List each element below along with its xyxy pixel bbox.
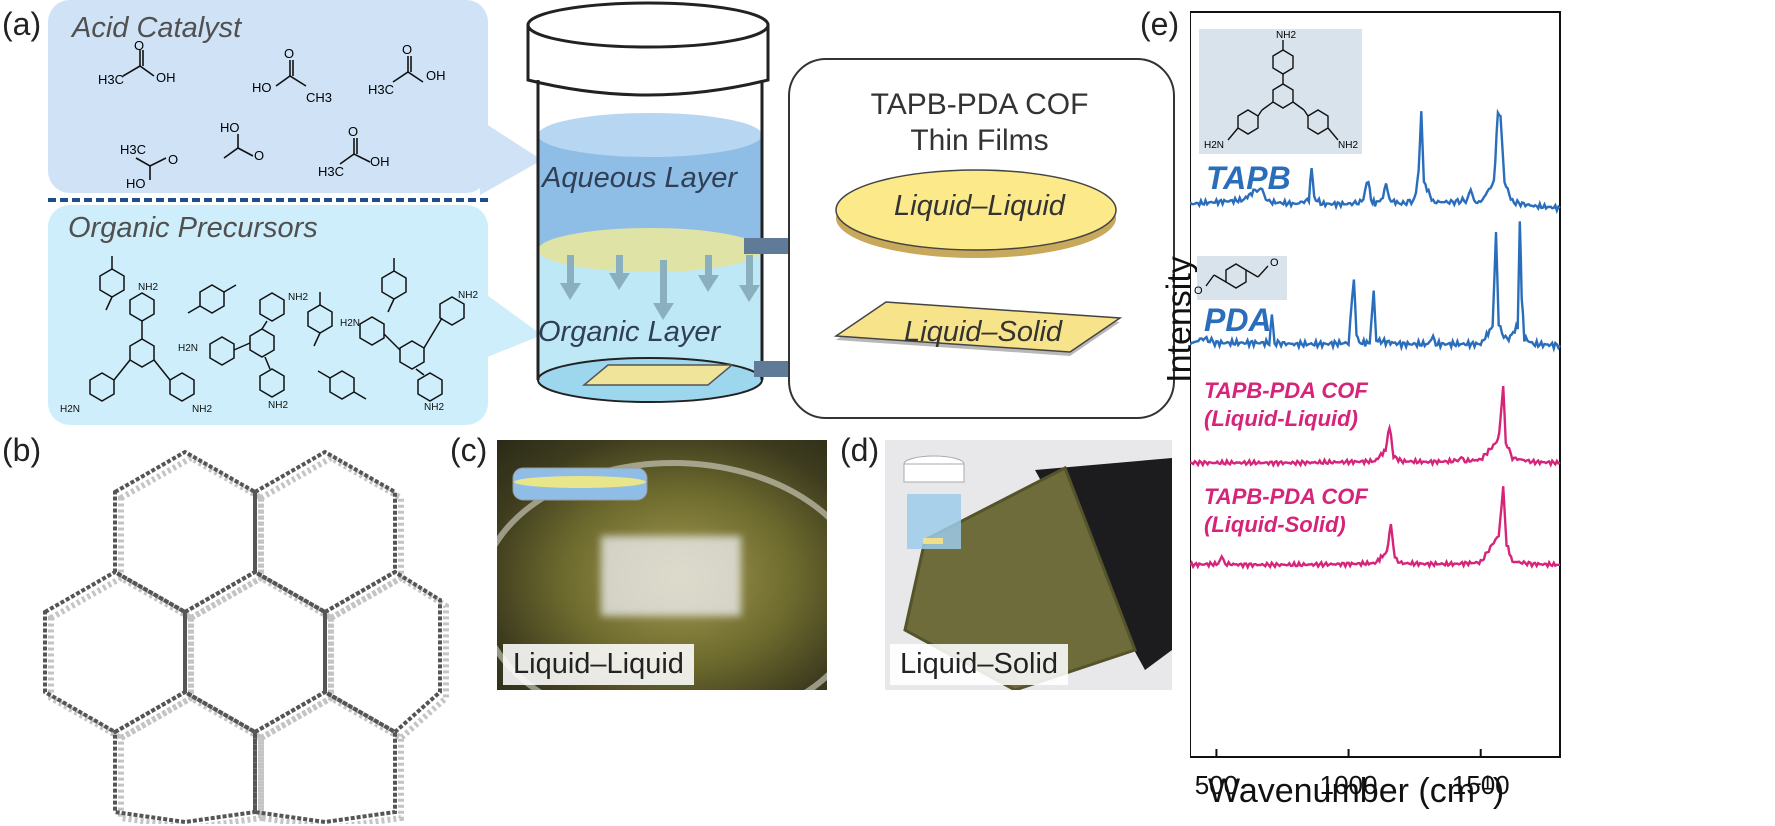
panel-label-b: (b) [2, 432, 42, 468]
film-liquid-solid-label: Liquid–Solid [904, 316, 1063, 348]
x-axis-label-text: Wavenumber (cm [1208, 772, 1476, 810]
panel-label-a: (a) [2, 6, 42, 42]
acetic-acid-5 [223, 134, 254, 159]
svg-text:H2N: H2N [178, 343, 198, 354]
callout-wedges [480, 120, 542, 360]
tapb-structure-inset [1199, 29, 1362, 154]
svg-text:NH2: NH2 [192, 404, 212, 415]
acid1-left: H3C [98, 72, 124, 87]
series-line-0 [1190, 108, 1561, 215]
svg-text:O: O [1194, 285, 1203, 297]
series-line-2 [1190, 386, 1561, 468]
series-label-tapb: TAPB [1206, 160, 1291, 196]
x-tick-label-2: 1500 [1452, 770, 1510, 800]
panel-label-d: (d) [840, 432, 880, 468]
thin-films-title-2: Thin Films [910, 124, 1049, 157]
svg-text:NH2: NH2 [268, 400, 288, 411]
raman-spectra-chart: NH2 H2N NH2 O O 500 1000 1500 [1190, 11, 1562, 800]
acetic-acid-1 [122, 50, 155, 77]
photo-c-label: Liquid–Liquid [503, 644, 694, 685]
x-axis-label: Wavenumber (cm-1) [1208, 772, 1505, 810]
series-label-cof-ll-2: (Liquid-Liquid) [1204, 406, 1358, 431]
thin-film-illustrations [833, 169, 1123, 356]
panel-label-c: (c) [450, 432, 488, 468]
svg-text:O: O [168, 152, 178, 167]
acetic-acid-6 [339, 138, 371, 165]
inset-vial-icon [903, 455, 965, 549]
acid5-left: HO [220, 120, 240, 135]
svg-text:NH2: NH2 [424, 402, 444, 413]
svg-text:NH2: NH2 [1338, 140, 1358, 151]
acid4-right: HO [126, 176, 146, 191]
series-label-pda: PDA [1204, 302, 1272, 338]
acid-catalyst-box [48, 0, 488, 193]
organic-layer-label: Organic Layer [538, 316, 721, 348]
series-label-cof-ls-1: TAPB-PDA COF [1204, 484, 1368, 509]
svg-text:H2N: H2N [340, 318, 360, 329]
acid1-right: OH [156, 70, 176, 85]
series-label-cof-ll-1: TAPB-PDA COF [1204, 378, 1368, 403]
thin-films-title-1: TAPB-PDA COF [870, 88, 1089, 121]
organic-precursors-box [48, 205, 488, 425]
acetic-acid-3 [392, 56, 424, 83]
svg-text:NH2: NH2 [138, 282, 158, 293]
acid-catalyst-title: Acid Catalyst [72, 12, 242, 44]
acid2-left: HO [252, 80, 272, 95]
chart-frame [1190, 11, 1561, 758]
precursor-molecules: NH2 H2N NH2 NH2 H2N NH2 H2N NH2 NH2 [60, 256, 478, 415]
x-axis-ticks: 500 1000 1500 [1195, 749, 1510, 800]
acetic-acid-molecules: H3C OH O HO CH3 O H3C OH O H3C HO O HO O… [98, 40, 446, 191]
panel-label-e: (e) [1140, 6, 1180, 42]
svg-text:NH2: NH2 [1276, 30, 1296, 41]
acid3-left: H3C [368, 82, 394, 97]
acid3-right: OH [426, 68, 446, 83]
acid4-left: H3C [120, 142, 146, 157]
svg-text:H2N: H2N [1204, 140, 1224, 151]
photo-d-label: Liquid–Solid [890, 644, 1069, 685]
film-liquid-liquid-label: Liquid–Liquid [894, 190, 1065, 222]
svg-text:O: O [348, 124, 358, 139]
acid6-right: OH [370, 154, 390, 169]
svg-text:O: O [1270, 257, 1279, 269]
acid5-right: O [254, 148, 264, 163]
svg-text:O: O [284, 46, 294, 61]
svg-text:O: O [134, 40, 144, 53]
x-tick-label-1: 1000 [1320, 770, 1378, 800]
svg-text:O: O [402, 42, 412, 57]
series-label-cof-ls-2: (Liquid-Solid) [1204, 512, 1346, 537]
x-tick-label-0: 500 [1195, 770, 1238, 800]
layer-divider-dashed [48, 198, 488, 202]
cof-hexagonal-lattice [43, 449, 449, 824]
spectra-series [1190, 108, 1562, 571]
svg-text:NH2: NH2 [288, 292, 308, 303]
series-line-3 [1190, 486, 1560, 571]
aqueous-layer-label: Aqueous Layer [542, 162, 738, 194]
svg-text:H2N: H2N [60, 404, 80, 415]
organic-precursors-title: Organic Precursors [68, 212, 318, 244]
acid6-left: H3C [318, 164, 344, 179]
acid2-right: CH3 [306, 90, 332, 105]
inset-dish-icon [512, 467, 648, 501]
acetic-acid-4 [135, 157, 167, 180]
series-line-1 [1190, 221, 1562, 353]
svg-text:NH2: NH2 [458, 290, 478, 301]
reaction-jar [526, 1, 770, 403]
acetic-acid-2 [275, 60, 307, 87]
